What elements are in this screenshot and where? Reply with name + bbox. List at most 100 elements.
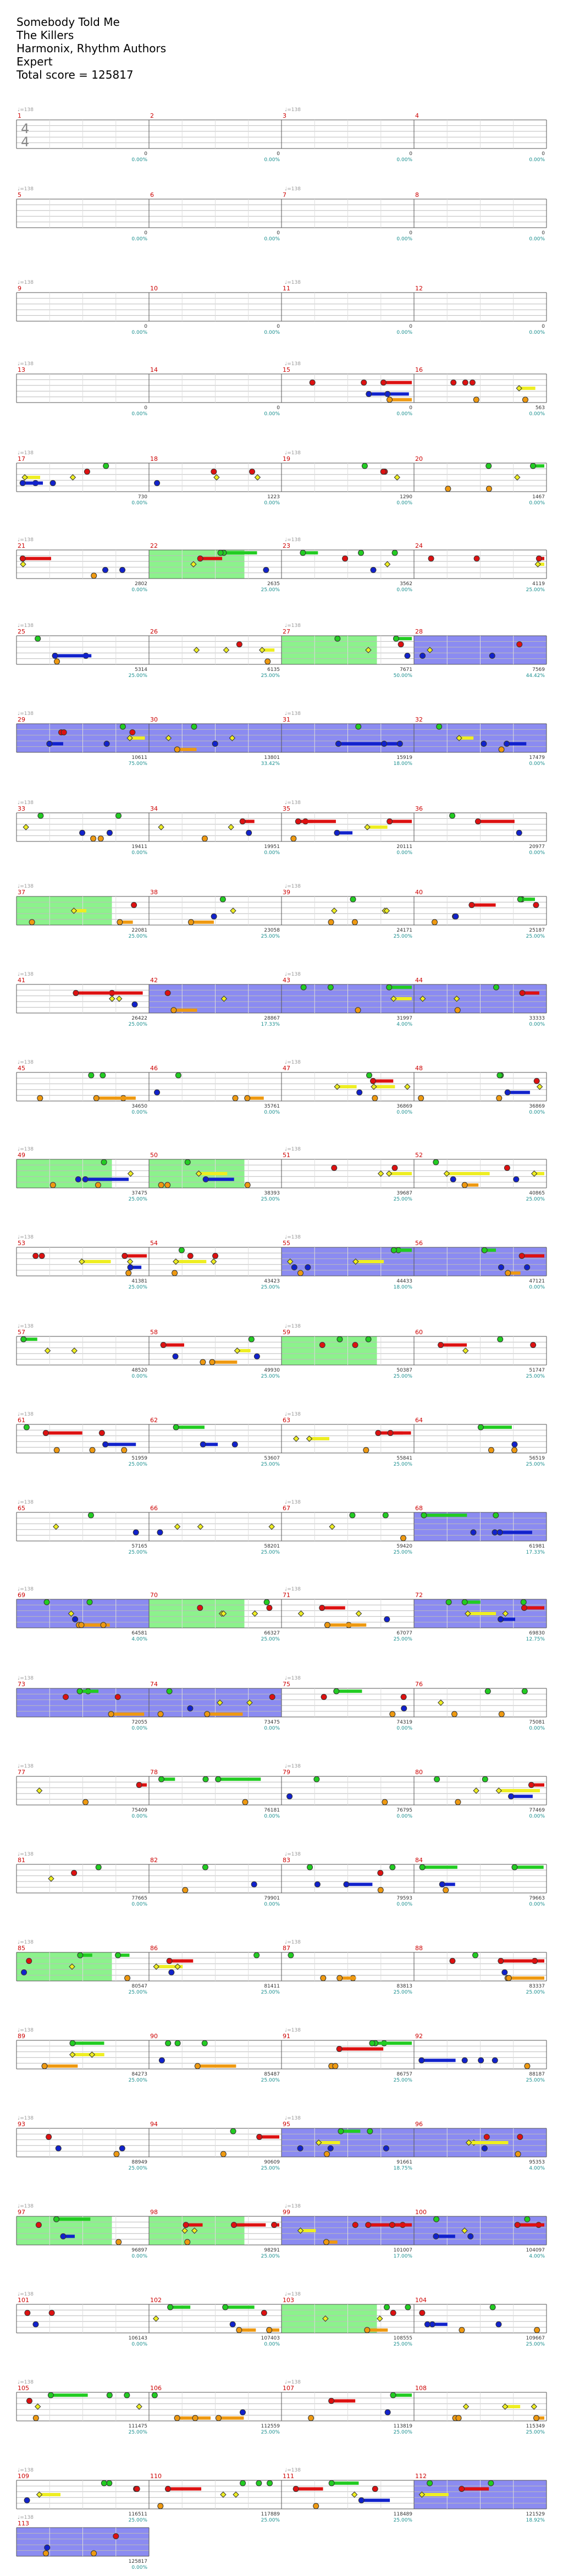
tempo-marker: ♩=138: [285, 1324, 301, 1329]
note: [215, 1776, 222, 1782]
measure-score: 95353: [529, 2160, 545, 2165]
note: [384, 390, 391, 397]
note: [488, 1447, 494, 1454]
tempo-marker: ♩=138: [285, 450, 301, 456]
measure-score: 19411: [131, 844, 147, 850]
sustain-note: [373, 1085, 395, 1088]
sustain-note: [130, 736, 145, 740]
measure-score: 0: [542, 324, 545, 329]
measure-score: 34650: [131, 1104, 147, 1109]
note: [116, 995, 123, 1002]
note: [115, 812, 122, 819]
measure-number: 85: [18, 1945, 25, 1952]
note: [212, 1253, 219, 1259]
measure-score: 40865: [529, 1191, 545, 1196]
note: [420, 995, 426, 1002]
sustain-note: [507, 1091, 530, 1094]
measure-percent: 25.00%: [129, 673, 148, 679]
note: [60, 729, 67, 736]
note: [202, 1176, 209, 1182]
measure-number: 110: [150, 2473, 162, 2480]
note: [483, 2134, 490, 2140]
note: [313, 2503, 319, 2509]
note: [387, 1430, 394, 1436]
sustain-note: [25, 476, 41, 479]
measure-number: 94: [150, 2121, 158, 2128]
note: [37, 1095, 43, 1102]
measure-percent: 0.00%: [529, 1814, 545, 1819]
tempo-marker: ♩=138: [18, 711, 34, 717]
note: [529, 463, 536, 469]
tempo-marker: ♩=138: [18, 2292, 34, 2297]
note: [351, 919, 358, 926]
note: [511, 1864, 518, 1870]
measure-score: 41381: [131, 1279, 147, 1284]
measure-percent: 25.00%: [129, 1990, 148, 1995]
note: [211, 469, 217, 475]
note: [449, 812, 456, 819]
note: [79, 1258, 85, 1265]
measure-number: 7: [283, 191, 286, 199]
measure-percent: 25.00%: [261, 2078, 280, 2083]
note: [380, 469, 387, 475]
sustain-note: [203, 1443, 218, 1446]
measure-score: 48520: [131, 1368, 147, 1373]
measure-score: 91661: [396, 2160, 412, 2165]
note: [495, 1787, 502, 1794]
note: [462, 1347, 469, 1354]
note: [93, 1095, 100, 1102]
sustain-note: [340, 2129, 361, 2133]
note: [383, 907, 390, 914]
note: [63, 1694, 69, 1700]
note: [209, 1359, 216, 1366]
measure-score: 73475: [264, 1720, 280, 1725]
measure-number: 111: [283, 2473, 294, 2480]
note: [174, 1523, 181, 1530]
note: [106, 829, 113, 836]
sustain-note: [225, 2305, 255, 2309]
sustain-note: [96, 1096, 136, 1100]
note: [342, 555, 349, 562]
measure-number: 33: [18, 805, 25, 812]
measure-score: 61981: [529, 1544, 545, 1549]
note: [454, 1007, 461, 1014]
measure-percent: 0.00%: [396, 587, 412, 593]
sustain-note: [177, 747, 197, 751]
measure-percent: 12.75%: [526, 1637, 545, 1642]
tempo-marker: ♩=138: [285, 186, 301, 192]
note: [48, 2310, 55, 2316]
note: [498, 1958, 504, 1964]
note: [454, 995, 460, 1002]
measure-percent: 25.00%: [526, 1374, 545, 1379]
measure-number: 40: [415, 889, 423, 896]
sustain-note: [500, 1959, 535, 1963]
note: [153, 2315, 159, 2322]
measure-score: 86757: [396, 2072, 412, 2077]
note: [459, 2327, 465, 2333]
note: [82, 1799, 89, 1806]
note: [91, 573, 97, 579]
note: [157, 1529, 163, 1535]
measure-number: 25: [18, 628, 25, 635]
note: [488, 2480, 494, 2486]
sustain-note: [72, 2041, 104, 2045]
note: [501, 1969, 508, 1975]
note: [204, 1711, 211, 1718]
measure-percent: 0.00%: [264, 500, 280, 506]
measure-score: 51959: [131, 1456, 147, 1461]
note: [34, 2403, 41, 2410]
sustain-note: [156, 1965, 183, 1968]
note: [336, 2046, 343, 2052]
tempo-marker: ♩=138: [285, 711, 301, 717]
note: [485, 486, 492, 492]
tempo-marker: ♩=138: [285, 2292, 301, 2297]
sustain-note: [394, 1248, 412, 1252]
note: [20, 561, 26, 568]
sustain-note: [337, 1085, 357, 1088]
note: [451, 1711, 458, 1718]
sustain-note: [481, 1425, 512, 1429]
sustain-note: [505, 2405, 521, 2408]
note: [88, 1072, 95, 1078]
note: [53, 1447, 60, 1454]
